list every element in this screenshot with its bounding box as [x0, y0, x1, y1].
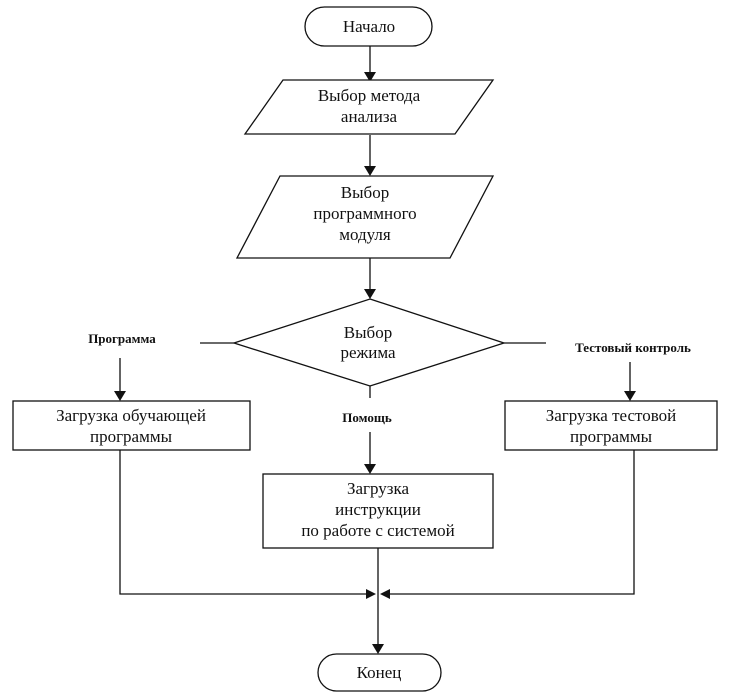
arrowhead-mode	[364, 289, 376, 299]
branch-label-program: Программа	[88, 331, 156, 346]
select-module-label-line1: Выбор	[341, 183, 389, 202]
select-method-label-line1: Выбор метода	[318, 86, 421, 105]
end-node: Конец	[317, 653, 442, 692]
arrowhead-method	[364, 72, 376, 82]
arrowhead-training	[114, 391, 126, 401]
load-test-label-line2: программы	[570, 427, 653, 446]
load-instructions-label-line2: инструкции	[335, 500, 421, 519]
arrowhead-test	[624, 391, 636, 401]
start-node: Начало	[304, 6, 433, 47]
connectors	[119, 46, 635, 645]
arrowhead-instructions	[364, 464, 376, 474]
arrowheads	[114, 72, 636, 654]
end-label: Конец	[357, 663, 402, 682]
select-mode-label-line1: Выбор	[344, 323, 392, 342]
arrowhead-merge-left	[366, 589, 376, 599]
load-training-node: Загрузка обучающей программы	[12, 400, 251, 451]
arrowhead-module	[364, 166, 376, 176]
select-mode-node: Выбор режима	[231, 298, 507, 387]
start-label: Начало	[343, 17, 395, 36]
select-module-label-line3: модуля	[339, 225, 391, 244]
branch-label-help: Помощь	[342, 410, 392, 425]
select-method-node: Выбор метода анализа	[243, 79, 495, 135]
load-instructions-node: Загрузка инструкции по работе с системой	[262, 473, 494, 549]
arrowhead-end	[372, 644, 384, 654]
load-training-label-line2: программы	[90, 427, 173, 446]
connector-training-to-end	[119, 450, 370, 595]
select-module-label-line2: программного	[313, 204, 416, 223]
load-training-label-line1: Загрузка обучающей	[56, 406, 206, 425]
select-module-node: Выбор программного модуля	[235, 175, 495, 259]
load-instructions-label-line1: Загрузка	[347, 479, 410, 498]
load-test-node: Загрузка тестовой программы	[504, 400, 718, 451]
connector-test-to-end	[386, 450, 635, 595]
arrowhead-merge-right	[380, 589, 390, 599]
select-method-label-line2: анализа	[341, 107, 398, 126]
load-test-label-line1: Загрузка тестовой	[546, 406, 676, 425]
load-instructions-label-line3: по работе с системой	[301, 521, 454, 540]
select-mode-label-line2: режима	[340, 343, 396, 362]
branch-label-test-control: Тестовый контроль	[575, 340, 691, 355]
